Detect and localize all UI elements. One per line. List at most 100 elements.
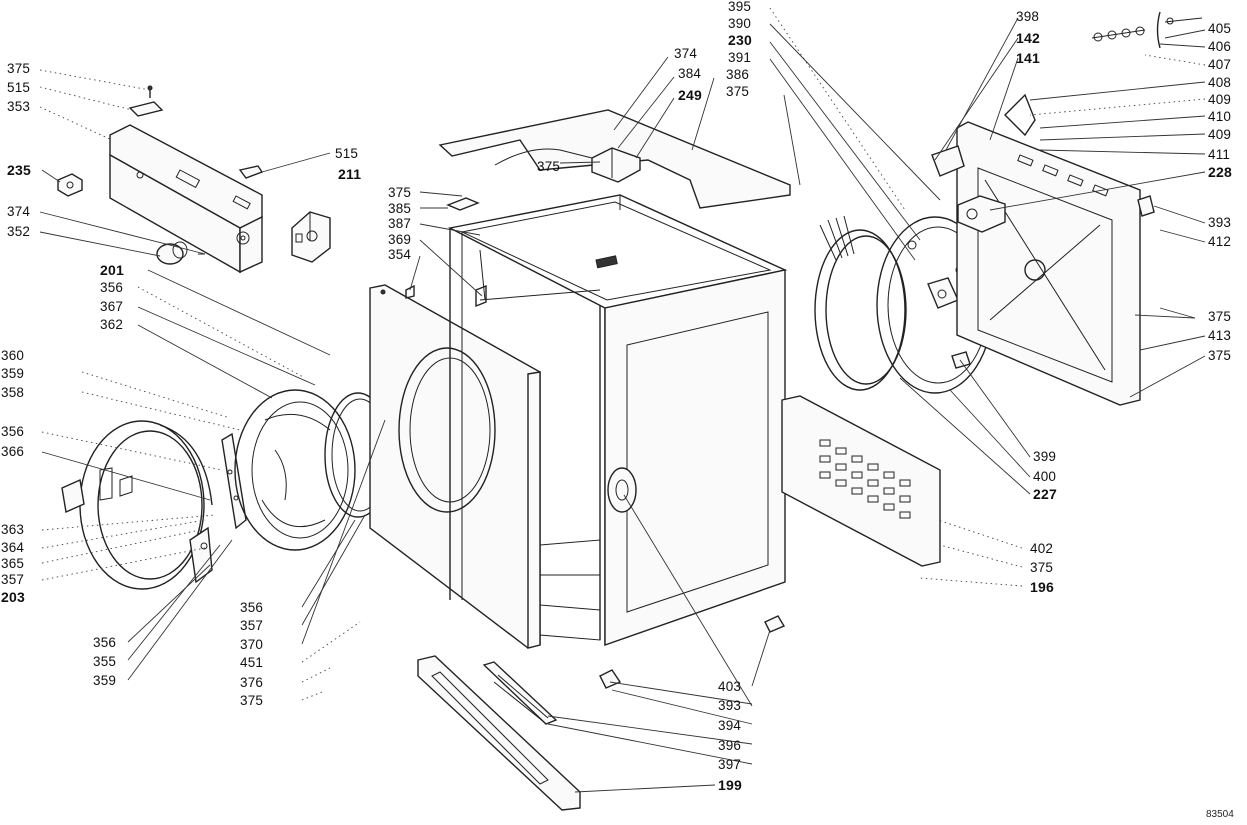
label-366: 366: [1, 444, 25, 459]
label-363: 363: [1, 522, 25, 537]
label-356: 356: [100, 280, 124, 295]
door-handle-363: [61, 478, 85, 514]
label-375: 375: [388, 185, 412, 200]
label-407: 407: [1208, 57, 1232, 72]
label-201: 201: [100, 262, 124, 278]
clip-354: [405, 284, 415, 299]
thermostat-228: [957, 195, 1006, 233]
cabinet: [447, 194, 788, 646]
control-panel-fascia: [109, 124, 263, 274]
label-360: 360: [1, 348, 25, 363]
label-411: 411: [1208, 147, 1231, 162]
timer-switch-211: [291, 211, 331, 263]
label-357: 357: [1, 572, 25, 587]
label-230: 230: [728, 32, 752, 48]
label-393: 393: [1208, 215, 1232, 230]
screw-set-405-407: [1091, 11, 1203, 49]
knob-352: [156, 241, 205, 265]
label-402: 402: [1030, 541, 1054, 556]
filter-396: [482, 661, 558, 725]
label-375: 375: [1030, 560, 1054, 575]
label-396: 396: [718, 738, 742, 753]
heater-element-227: [814, 215, 907, 391]
label-375: 375: [240, 693, 264, 708]
label-395: 395: [728, 0, 752, 14]
label-451: 451: [240, 655, 264, 670]
leader-lines: [39, 7, 1206, 793]
label-369: 369: [388, 232, 412, 247]
label-403: 403: [718, 679, 742, 694]
label-385: 385: [388, 201, 412, 216]
label-355: 355: [93, 654, 117, 669]
label-374: 374: [7, 204, 31, 219]
label-356: 356: [240, 600, 264, 615]
label-375: 375: [1208, 309, 1232, 324]
label-359: 359: [93, 673, 117, 688]
clip-393-right: [1137, 195, 1155, 217]
label-394: 394: [718, 718, 742, 733]
foot-403: [764, 615, 786, 633]
label-374: 374: [674, 46, 698, 61]
label-413: 413: [1208, 328, 1232, 343]
label-359: 359: [1, 366, 25, 381]
label-356: 356: [93, 635, 117, 650]
label-196: 196: [1030, 579, 1054, 595]
label-406: 406: [1208, 39, 1232, 54]
label-227: 227: [1033, 486, 1057, 502]
knob-235: [57, 173, 83, 197]
label-370: 370: [240, 637, 264, 652]
label-352: 352: [7, 224, 31, 239]
label-400: 400: [1033, 469, 1057, 484]
label-399: 399: [1033, 449, 1057, 464]
label-515: 515: [335, 146, 359, 161]
label-515: 515: [7, 80, 31, 95]
label-390: 390: [728, 16, 752, 31]
label-228: 228: [1208, 164, 1232, 180]
label-375: 375: [726, 84, 750, 99]
label-357: 357: [240, 618, 264, 633]
label-386: 386: [726, 67, 750, 82]
front-panel: [369, 284, 541, 649]
label-375: 375: [537, 159, 561, 174]
label-353: 353: [7, 99, 31, 114]
label-249: 249: [678, 87, 702, 103]
label-393: 393: [718, 698, 742, 713]
label-211: 211: [338, 166, 362, 182]
label-376: 376: [240, 675, 264, 690]
label-362: 362: [100, 317, 124, 332]
label-141: 141: [1016, 50, 1040, 66]
inner-door-glass-362: [234, 389, 356, 551]
label-142: 142: [1016, 30, 1040, 46]
drawing-code: 83504: [1206, 809, 1234, 820]
clip-369: [475, 284, 487, 308]
back-panel-frame: [956, 121, 1141, 406]
label-354: 354: [388, 247, 412, 262]
label-365: 365: [1, 556, 25, 571]
label-356: 356: [1, 424, 25, 439]
label-410: 410: [1208, 109, 1232, 124]
outer-door-ring: [79, 420, 213, 590]
rear-cover-402: [781, 395, 941, 567]
label-199: 199: [718, 777, 742, 793]
label-375: 375: [1208, 348, 1232, 363]
connector-141: [931, 145, 965, 177]
label-235: 235: [7, 162, 31, 178]
switch-249: [591, 147, 641, 183]
clip-515-right: [238, 165, 264, 179]
panel-screw-375: [147, 85, 153, 98]
label-203: 203: [1, 589, 25, 605]
hinge-bracket-358: [221, 432, 247, 530]
bracket-385: [446, 197, 480, 211]
label-364: 364: [1, 540, 25, 555]
bracket-408: [1004, 93, 1036, 137]
foot-394: [599, 669, 622, 689]
label-398: 398: [1016, 9, 1040, 24]
label-412: 412: [1208, 234, 1232, 249]
label-409: 409: [1208, 127, 1232, 142]
label-405: 405: [1208, 21, 1232, 36]
label-409: 409: [1208, 92, 1232, 107]
label-367: 367: [100, 299, 124, 314]
clip-515-top: [128, 101, 164, 117]
label-384: 384: [678, 66, 702, 81]
